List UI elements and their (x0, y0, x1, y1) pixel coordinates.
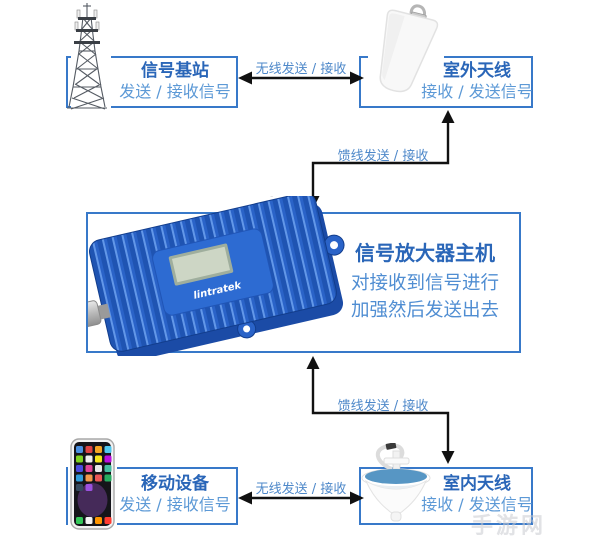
cell-tower-icon (67, 1, 111, 111)
base-station-title: 信号基站 (141, 61, 209, 81)
phone-app-grid (76, 446, 112, 491)
wireless-label-top: 无线发送 / 接收 (255, 62, 347, 77)
outdoor-antenna-text: 室外天线 接收 / 发送信号 (419, 61, 535, 102)
outdoor-antenna-title: 室外天线 (443, 61, 511, 81)
site-watermark: 手游网 (471, 514, 547, 539)
outdoor-antenna-icon (368, 4, 444, 104)
mobile-device-title: 移动设备 (141, 474, 209, 494)
outdoor-antenna-subtitle: 接收 / 发送信号 (421, 82, 533, 102)
base-station-subtitle: 发送 / 接收信号 (119, 82, 231, 102)
indoor-antenna-title: 室内天线 (443, 474, 511, 494)
ceiling-antenna-icon (361, 443, 431, 522)
amplifier-desc-line1: 对接收到信号进行 (350, 273, 499, 294)
phone-dock (76, 517, 112, 524)
amplifier-title: 信号放大器主机 (355, 241, 495, 265)
smartphone-icon (68, 438, 117, 530)
signal-booster-device-icon: lintratek (88, 196, 345, 356)
mobile-device-subtitle: 发送 / 接收信号 (119, 495, 231, 515)
indoor-antenna-text: 室内天线 接收 / 发送信号 (419, 474, 535, 515)
indoor-antenna-subtitle: 接收 / 发送信号 (421, 495, 533, 515)
amplifier-desc-line2: 加强然后发送出去 (350, 299, 499, 321)
mobile-device-text: 移动设备 发送 / 接收信号 (112, 474, 238, 515)
wireless-label-bottom: 无线发送 / 接收 (255, 482, 347, 497)
feeder-label-top: 馈线发送 / 接收 (337, 149, 429, 164)
amplifier-text: 信号放大器主机 对接收到信号进行 加强然后发送出去 (333, 237, 517, 325)
base-station-text: 信号基站 发送 / 接收信号 (112, 61, 238, 102)
feeder-label-bottom: 馈线发送 / 接收 (337, 399, 429, 414)
